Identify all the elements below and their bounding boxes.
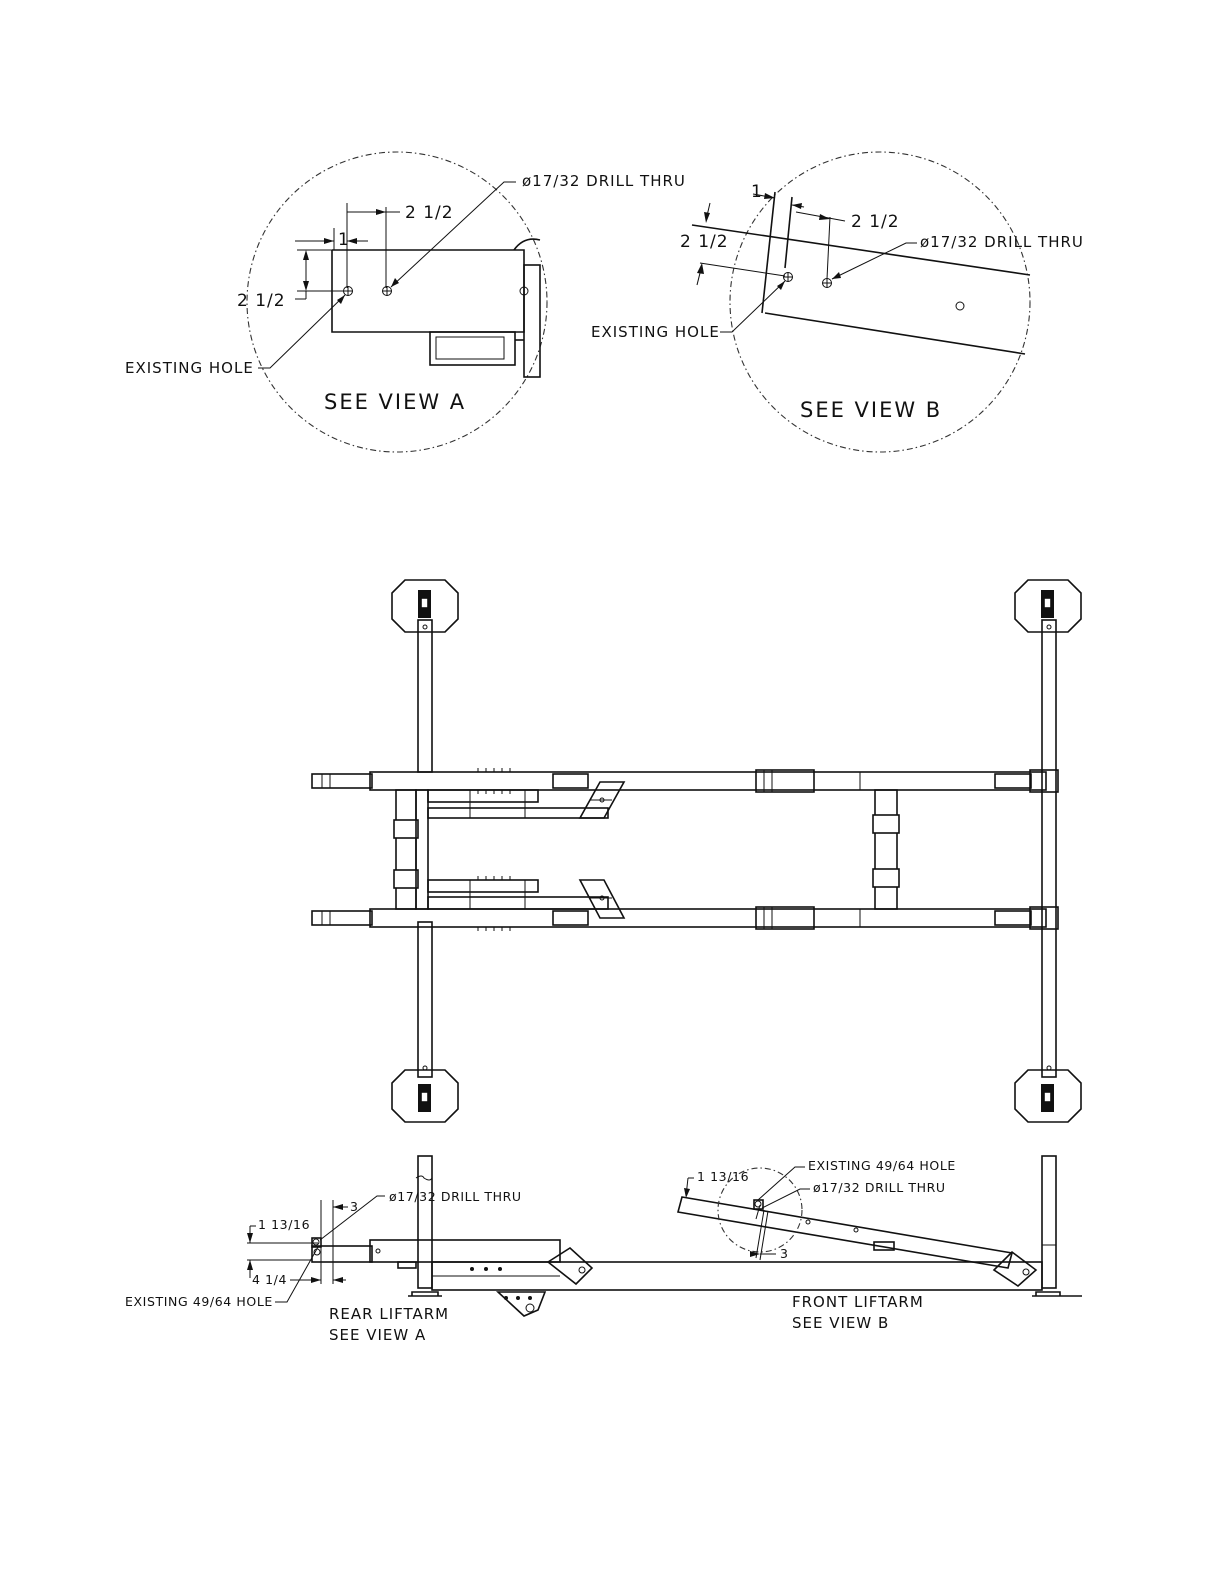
detail-b-dim-offset-1: 1 (751, 182, 763, 202)
side-rear-dim-offset: 3 (350, 1199, 359, 1214)
detail-a-see-view: SEE VIEW A (324, 390, 466, 414)
detail-b-dim-vertical: 2 1/2 (680, 232, 729, 252)
cross-member-front (873, 790, 899, 909)
drill-hole-a-marker (382, 286, 392, 296)
pad-bottom-left (392, 1070, 458, 1122)
pad-top-right (1015, 580, 1081, 632)
detail-b-drill-label: ø17/32 DRILL THRU (920, 233, 1084, 251)
liftarm-assembly-upper (428, 768, 624, 818)
side-front-drill-label: ø17/32 DRILL THRU (813, 1180, 946, 1195)
plan-view (312, 580, 1081, 1122)
detail-a-dim-offset-1: 1 (338, 230, 350, 250)
post-left-upper (418, 620, 432, 772)
side-view: ø17/32 DRILL THRU 3 1 13/16 4 1/4 EXISTI… (125, 1156, 1082, 1344)
detail-b-dim-offset-2: 2 1/2 (851, 212, 900, 232)
runway-upper (312, 770, 1058, 792)
detail-a-dim-offset-2: 2 1/2 (405, 203, 454, 223)
cross-member-rear (394, 790, 428, 909)
side-rear-existing-hole: EXISTING 49/64 HOLE (125, 1294, 273, 1309)
liftarm-assembly-lower (428, 876, 624, 931)
side-rear-dim-height: 1 13/16 (258, 1217, 310, 1232)
detail-view-a: ø17/32 DRILL THRU 2 1/2 1 2 1/2 EXISTING… (125, 152, 686, 452)
side-rear-dim-length: 4 1/4 (252, 1272, 287, 1287)
side-front-dim-offset: 3 (780, 1246, 789, 1261)
detail-a-dim-vertical: 2 1/2 (237, 291, 286, 311)
detail-b-see-view: SEE VIEW B (800, 398, 942, 422)
detail-a-dimensions (295, 203, 400, 299)
side-foot-right (1032, 1292, 1082, 1296)
detail-a-existing-hole-label: EXISTING HOLE (125, 359, 254, 377)
detail-a-liftarm (332, 239, 540, 377)
side-post-right (1042, 1156, 1056, 1288)
runway-lower (312, 907, 1058, 929)
side-bottom-bracket (498, 1292, 545, 1316)
detail-view-b: 1 2 1/2 ø17/32 DRILL THRU 2 1/2 EXISTING… (591, 152, 1084, 452)
drill-hole-b-marker (822, 278, 832, 288)
pad-bottom-right (1015, 1070, 1081, 1122)
detail-b-leaders (720, 243, 917, 332)
existing-hole-a-marker (343, 286, 353, 296)
existing-hole-b-marker (783, 272, 793, 282)
side-rear-drill-label: ø17/32 DRILL THRU (389, 1189, 522, 1204)
side-rear-label-1: REAR LIFTARM (329, 1305, 449, 1323)
side-front-label-1: FRONT LIFTARM (792, 1293, 924, 1311)
side-front-existing-hole: EXISTING 49/64 HOLE (808, 1158, 956, 1173)
post-right (1042, 620, 1056, 1077)
detail-a-leaders (258, 182, 516, 368)
side-front-label-2: SEE VIEW B (792, 1314, 889, 1332)
side-front-dim-height: 1 13/16 (697, 1169, 749, 1184)
pad-top-left (392, 580, 458, 632)
side-foot-left (408, 1292, 442, 1296)
post-left-lower (418, 922, 432, 1077)
side-rear-label-2: SEE VIEW A (329, 1326, 426, 1344)
detail-a-drill-label: ø17/32 DRILL THRU (522, 172, 686, 190)
side-rear-liftarm (312, 1240, 592, 1284)
detail-b-existing-hole-label: EXISTING HOLE (591, 323, 720, 341)
